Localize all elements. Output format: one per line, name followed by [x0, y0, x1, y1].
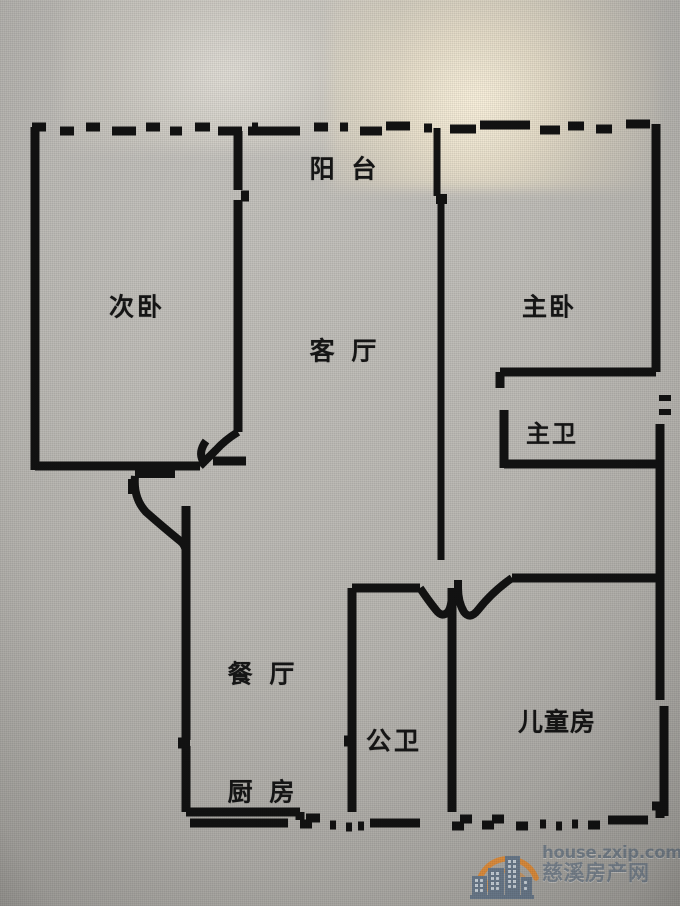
- watermark-site-name: 慈溪房产网: [542, 861, 650, 886]
- room-label-kitchen: 厨 房: [227, 777, 299, 807]
- watermark-url: house.zxip.com: [542, 843, 680, 862]
- master-bath-walls: [499, 410, 665, 560]
- room-label-dining-room: 餐 厅: [227, 659, 299, 689]
- living-room-walls: [433, 128, 445, 460]
- children-room-walls: [512, 560, 669, 816]
- room-label-living-room: 客 厅: [309, 336, 381, 366]
- kitchen-walls: [186, 807, 305, 820]
- room-label-children-room: 儿童房: [517, 707, 597, 737]
- glare-highlight-right: [330, 0, 660, 190]
- watermark: house.zxip.com 慈溪房产网: [466, 842, 680, 902]
- top-exterior-wall: [32, 119, 650, 136]
- bottom-exterior-wall: [190, 801, 666, 832]
- master-bedroom-walls: [495, 175, 661, 388]
- second-bedroom-walls: [35, 131, 249, 471]
- public-bath-walls: [347, 583, 457, 812]
- watermark-text: house.zxip.com 慈溪房产网: [542, 843, 680, 886]
- master-bath-window-dashes: [659, 395, 671, 415]
- hall-entry-door: [128, 470, 190, 554]
- building-logo-icon: [470, 856, 539, 899]
- room-label-second-bedroom: 次卧: [108, 292, 166, 322]
- room-label-public-bath: 公卫: [365, 726, 423, 756]
- second-bedroom-door: [197, 428, 241, 469]
- public-bath-door: [416, 574, 515, 620]
- room-label-master-bedroom: 主卧: [521, 292, 577, 322]
- room-label-balcony: 阳 台: [309, 154, 381, 184]
- room-label-master-bath: 主卫: [526, 420, 578, 448]
